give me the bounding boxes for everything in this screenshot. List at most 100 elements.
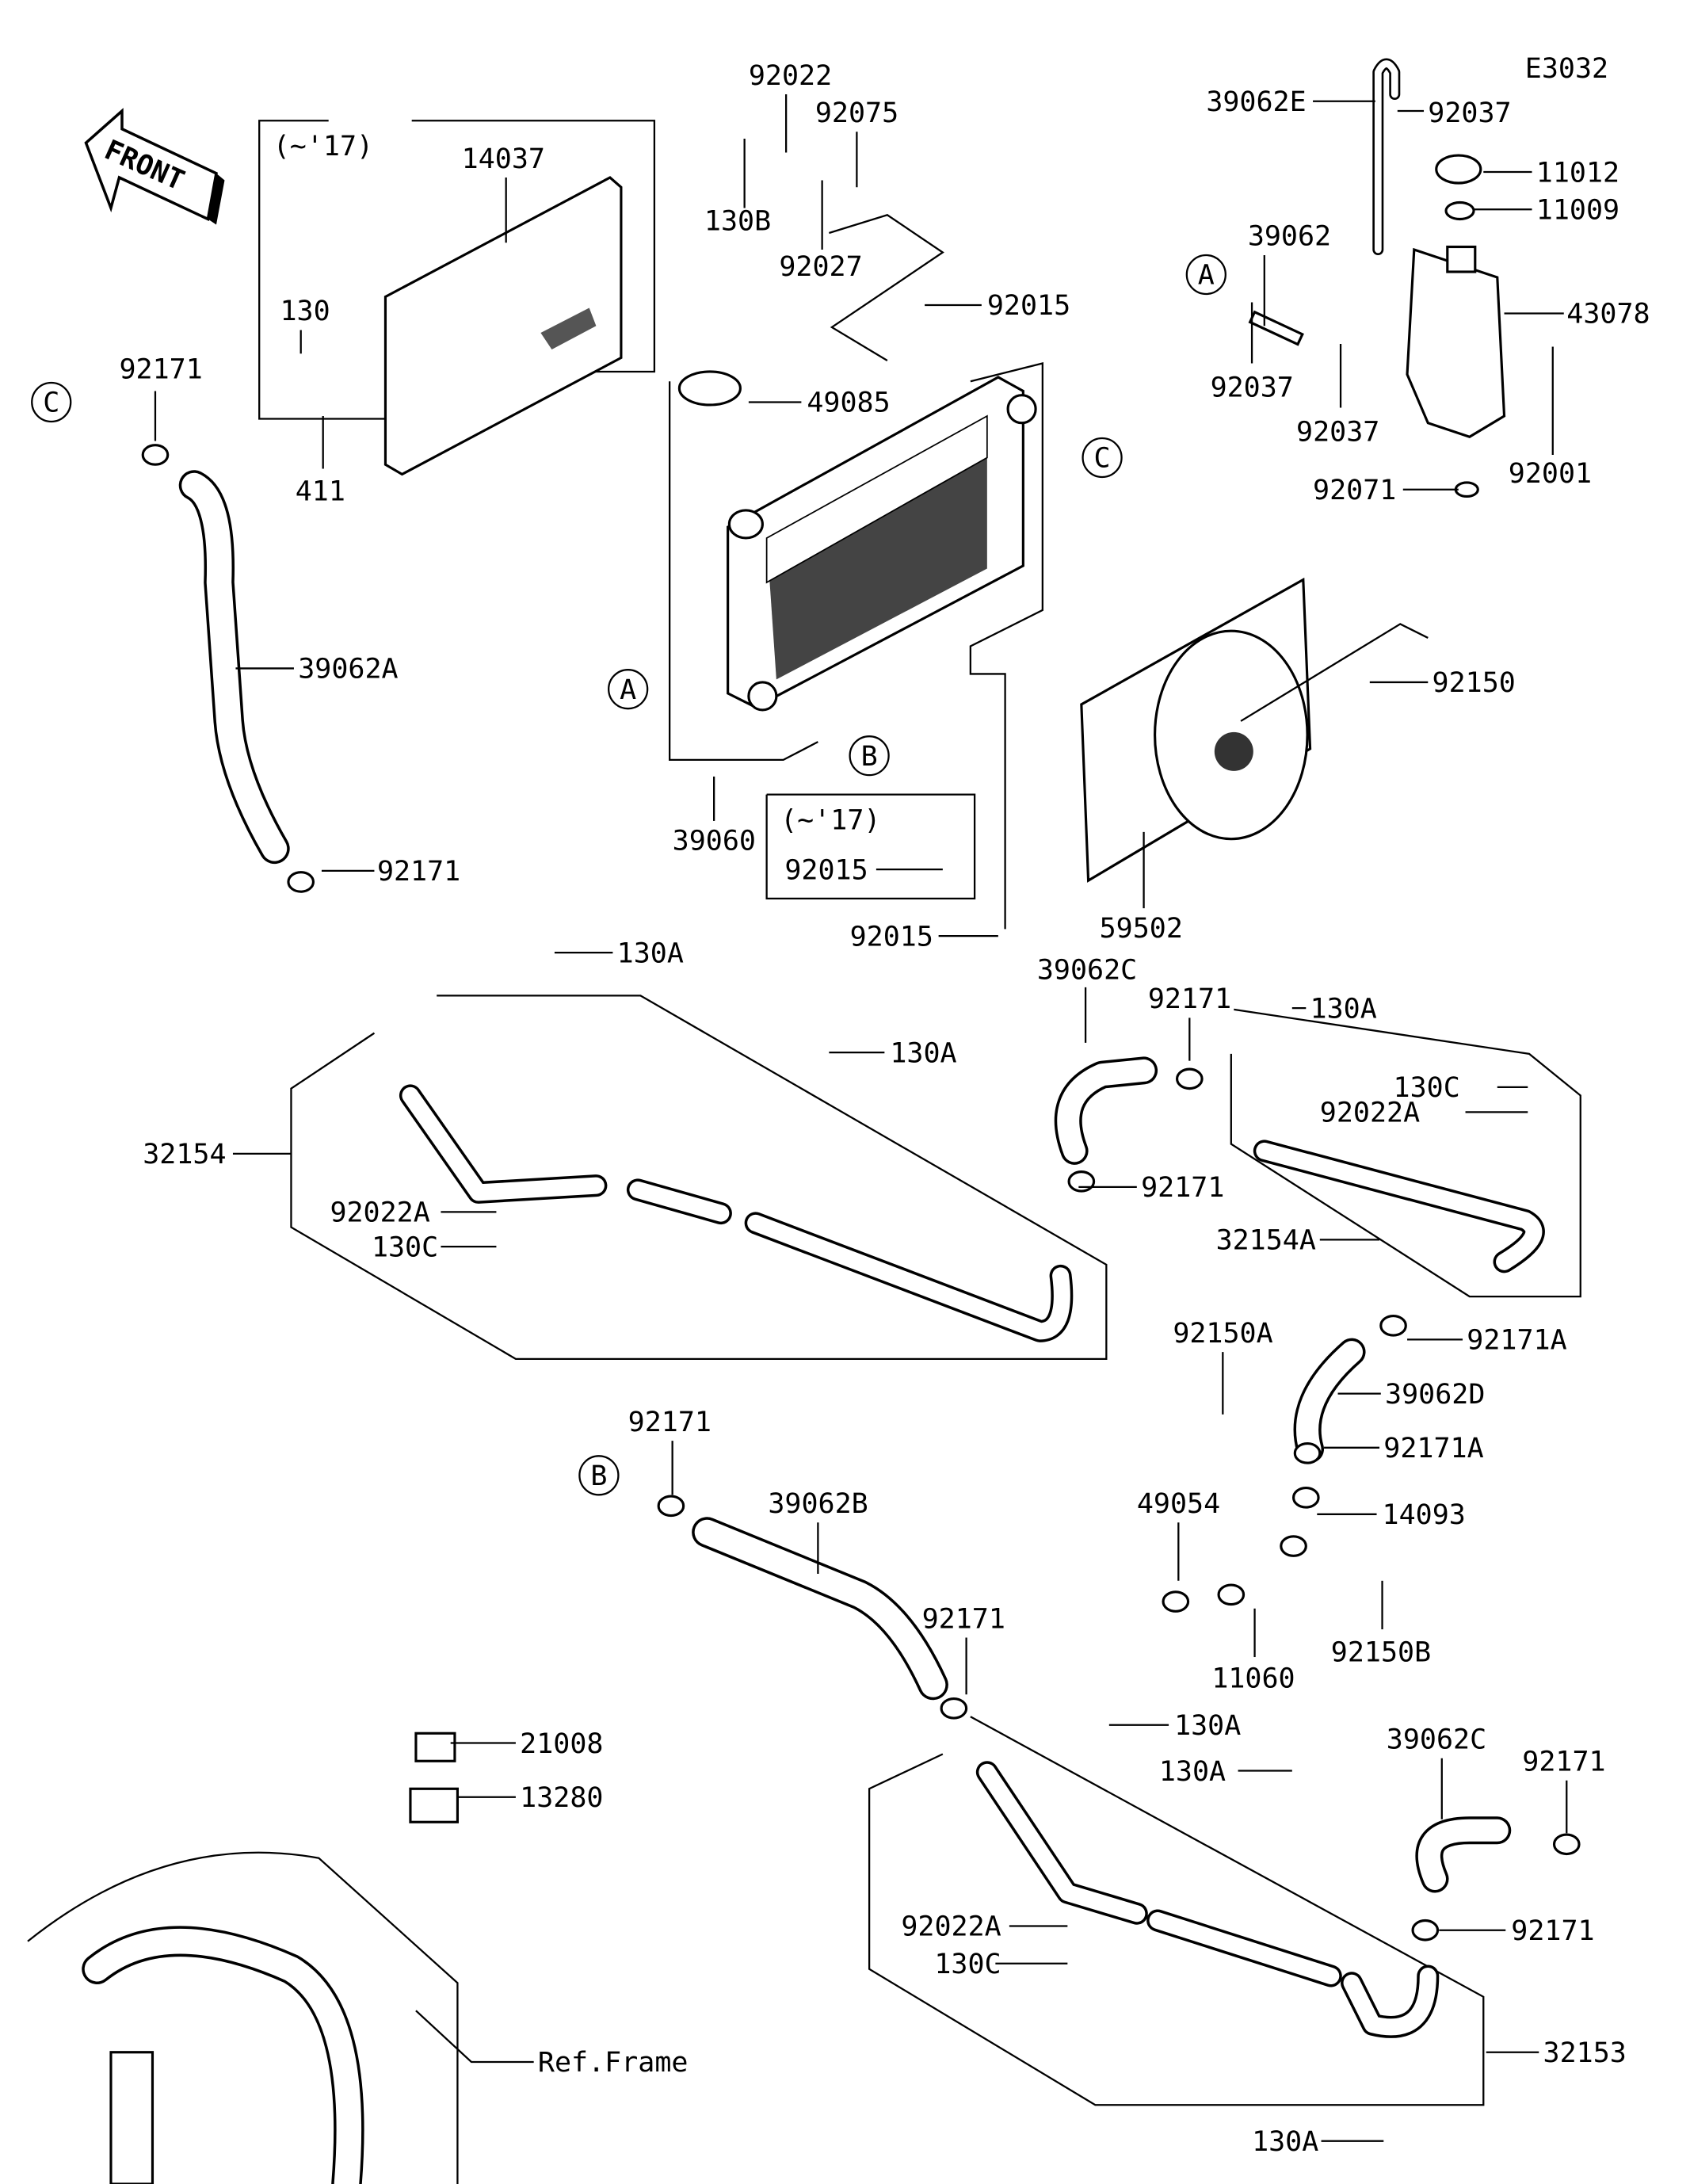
radiator (677, 370, 1037, 712)
part-label: 49054 (1137, 1488, 1220, 1520)
part-label: 411 (296, 476, 345, 508)
part-label: 92001 (1509, 458, 1592, 490)
part-label: 11060 (1211, 1663, 1295, 1695)
part-label: 14037 (462, 143, 545, 175)
callout-circle (849, 735, 890, 777)
part-label: 92075 (815, 97, 898, 129)
part-label: 92171 (628, 1407, 711, 1438)
part-label: 130A (1310, 993, 1377, 1025)
part-label: 39062E (1206, 86, 1306, 118)
part-label: 130A (1174, 1710, 1241, 1742)
part-label: 92171 (1511, 1915, 1594, 1947)
part-label: 130 (280, 296, 330, 327)
part-label: 130A (617, 937, 684, 969)
callout-letter: B (861, 741, 878, 773)
callout-letter: C (1094, 443, 1111, 475)
part-label: (~'17) (780, 804, 880, 836)
part-label: 39060 (673, 826, 756, 857)
part-label: 130C (1394, 1072, 1460, 1104)
part-label: 92015 (850, 921, 933, 953)
leader-lines (154, 94, 1568, 2142)
part-label: 92015 (784, 854, 868, 886)
callouts: A A B B C C (31, 254, 1226, 1496)
callout-letter: C (43, 388, 59, 419)
hose-clamp (1067, 1170, 1096, 1193)
part-label: 92015 (987, 290, 1070, 322)
callout-circle (578, 1455, 620, 1496)
hoses (141, 444, 1581, 2038)
hose-clamp (1379, 1315, 1407, 1337)
callout-letter: A (1198, 260, 1215, 292)
part-label: 92037 (1296, 416, 1379, 448)
part-label: 92150B (1331, 1636, 1431, 1668)
part-label: 92022A (330, 1197, 429, 1229)
part-label: 11009 (1536, 195, 1619, 227)
part-label: 39062 (1248, 221, 1331, 253)
part-label: 14093 (1383, 1499, 1466, 1531)
part-label: 39062B (768, 1488, 868, 1520)
part-label: 39062D (1385, 1379, 1485, 1411)
diagram-code: E3032 (1525, 53, 1608, 85)
hose-clamp (657, 1495, 685, 1518)
reservoir-tank (1248, 58, 1506, 498)
hose-clamp (940, 1697, 968, 1720)
part-label: 49085 (807, 388, 890, 419)
part-label: 130A (1159, 1756, 1226, 1788)
callout-letter: B (590, 1460, 607, 1492)
part-label: 32154 (143, 1139, 226, 1170)
part-label: 92171A (1467, 1325, 1566, 1357)
reference-frame (27, 1732, 460, 2184)
hose-clamp (1217, 1583, 1246, 1606)
part-label: Ref.Frame (538, 2047, 689, 2079)
part-label: 130C (372, 1231, 438, 1263)
part-label: 43078 (1566, 299, 1650, 330)
part-label: 130A (1252, 2126, 1318, 2158)
part-label: 92022 (749, 60, 832, 92)
part-label: 92150A (1173, 1318, 1272, 1350)
part-label: 92171 (119, 354, 202, 386)
callout-circle (1185, 254, 1226, 296)
hose-clamp (1552, 1833, 1581, 1856)
part-label: 92037 (1428, 97, 1511, 129)
hose-clamp (1411, 1919, 1440, 1942)
part-label: 92027 (779, 251, 862, 283)
part-label: 21008 (520, 1728, 603, 1760)
part-label: 32154A (1216, 1225, 1316, 1257)
part-label: 59502 (1100, 913, 1183, 945)
part-label: (~'17) (273, 131, 373, 162)
part-label: 39062C (1037, 954, 1137, 986)
leader-line (415, 2010, 534, 2064)
radiator-screen (383, 176, 623, 476)
part-13280 (409, 1787, 460, 1823)
callout-circle (31, 381, 72, 423)
part-label: 92071 (1313, 475, 1396, 506)
callout-letter: A (620, 674, 636, 706)
part-label: 130A (890, 1037, 956, 1069)
part-label: 92171A (1383, 1433, 1483, 1464)
part-label: 130C (934, 1949, 1001, 1980)
part-label: 92037 (1211, 372, 1294, 403)
hose-clamp (287, 871, 315, 893)
part-label: 92171 (922, 1603, 1005, 1635)
part-label: 92171 (377, 856, 460, 888)
part-label: 92022A (901, 1911, 1001, 1943)
hose-clamp (141, 444, 170, 466)
callout-circle (1082, 437, 1123, 479)
part-label: 92171 (1141, 1172, 1224, 1204)
hose-clamp (1293, 1441, 1322, 1464)
hose-clamp (1162, 1590, 1190, 1613)
fan-assembly (1080, 577, 1429, 883)
part-label: 13280 (520, 1782, 603, 1814)
front-arrow-logo: FRONT (84, 108, 225, 225)
part-label: 92022A (1320, 1098, 1420, 1129)
group-outlines (258, 120, 1581, 2106)
part-label: 130B (704, 206, 771, 238)
part-label: 39062A (298, 654, 398, 685)
radiator-cap (677, 370, 742, 407)
callout-circle (608, 669, 649, 710)
part-label: 32153 (1543, 2037, 1627, 2069)
part-label: 92171 (1522, 1747, 1605, 1778)
